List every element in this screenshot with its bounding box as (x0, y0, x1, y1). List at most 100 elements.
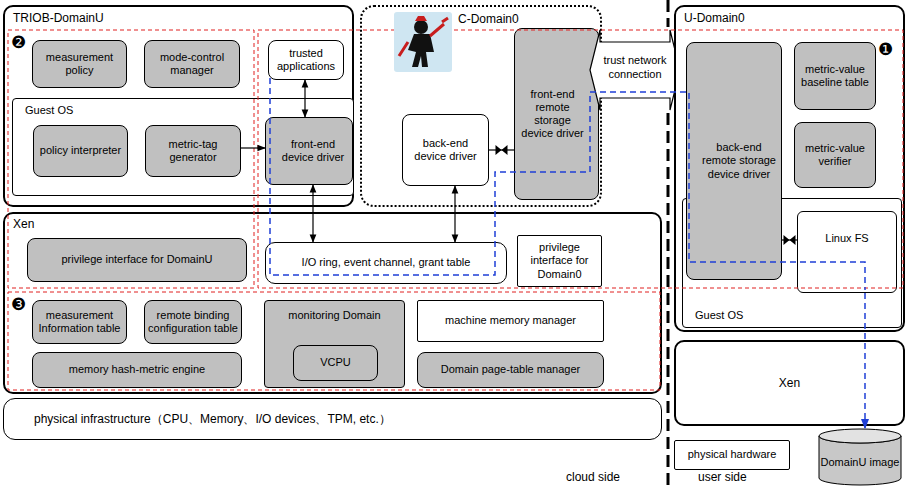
domain-box: U-Domain0 metric-value baseline table metr… (674, 5, 905, 332)
vcpu-box: VCPU (293, 345, 378, 381)
module-box: measurement Information table (32, 300, 127, 344)
module-box: metric-value verifier (794, 122, 876, 188)
module-box: Domain page-table manager (417, 352, 604, 388)
box-label: mode-control manager (148, 51, 236, 77)
box-label: Domain page-table manager (441, 363, 580, 376)
connector-group (305, 80, 306, 117)
call-arrow (312, 185, 313, 242)
side-label: user side (698, 471, 747, 484)
side-label: cloud side (566, 471, 620, 484)
domain-box: C-Domain0 back-end device driver front-end… (360, 5, 602, 207)
box-title: Guest OS (695, 309, 743, 322)
connector-group (455, 186, 456, 242)
side-separator (667, 113, 670, 489)
box-title: C-Domain0 (458, 12, 519, 26)
os-box: Guest OS policy interpreter metric-tag gen… (12, 98, 354, 196)
box-label: privilege interface for DomainU (61, 253, 212, 266)
call-arrow (454, 186, 455, 242)
box-title: TRIOB-DomainU (13, 11, 104, 25)
cylinder-top (819, 429, 901, 443)
box-label: metric-value verifier (798, 142, 872, 168)
box-label: policy interpreter (40, 144, 121, 157)
module-box: metric-tag generator (145, 125, 241, 177)
hardware-box: physical hardware (674, 440, 790, 470)
box-label: trusted applications (272, 47, 340, 73)
icon-arms (399, 18, 448, 56)
connector-group (241, 148, 265, 149)
box-label: front-end remote storage device driver (517, 88, 588, 141)
box-label: Xen (779, 376, 800, 390)
module-box: I/O ring, event channel, grant table (265, 242, 507, 284)
bowtie-symbol (496, 145, 508, 155)
bowtie-symbol (784, 235, 796, 245)
side-separator (667, 0, 670, 27)
module-box: machine memory manager (417, 300, 604, 342)
driver-box: back-end device driver (402, 114, 489, 186)
callout-number: ❶ (878, 40, 893, 59)
box-label: back-end remote storage device driver (699, 141, 779, 181)
arrow-outline (590, 30, 680, 110)
box-title: Xen (13, 217, 34, 231)
box-label: memory hash-metric engine (69, 363, 205, 376)
data-flow-path (270, 78, 865, 290)
box-label: measurement Information table (36, 309, 123, 335)
box-label: front-end device driver (276, 138, 350, 164)
box-label: DomainU image (821, 456, 900, 469)
box-label: monitoring Domain (288, 309, 380, 322)
icon-head (414, 20, 428, 34)
box-label: metric-tag generator (149, 138, 237, 164)
icon-body (408, 34, 434, 67)
driver-box: back-end remote storage device driver (686, 42, 782, 280)
connector-group (782, 235, 797, 245)
driver-box: front-end device driver (265, 117, 353, 185)
box-label: remote binding configuration table (148, 309, 238, 335)
module-box: policy interpreter (33, 125, 128, 177)
icon-hat (415, 16, 427, 21)
connection-arrow: trust network connection (590, 30, 680, 110)
measurement-region (8, 292, 660, 390)
box-label: measurement policy (36, 51, 123, 77)
box-label: trust network connection (602, 54, 668, 80)
box-title: Guest OS (25, 104, 73, 117)
module-box: metric-value baseline table (794, 42, 876, 110)
binding-connector (489, 149, 514, 150)
box-label: I/O ring, event channel, grant table (302, 256, 471, 269)
call-arrow (304, 80, 305, 117)
driver-box: front-end remote storage device driver (514, 28, 599, 200)
attacker-icon (394, 12, 452, 72)
hardware-band: physical infrastructure（CPU、Memory、I/O d… (3, 398, 662, 440)
module-box: mode-control manager (144, 40, 240, 88)
hypervisor-box: Xen (674, 340, 905, 426)
box-label: physical hardware (688, 448, 777, 461)
box-label: physical infrastructure（CPU、Memory、I/O d… (34, 412, 391, 426)
callout-number: ❸ (11, 295, 26, 314)
module-box: trusted applications (268, 40, 344, 80)
fs-box: Linux FS (797, 211, 897, 293)
measurement-region (8, 30, 254, 288)
connector-group (865, 293, 866, 428)
module-box: remote binding configuration table (144, 300, 242, 344)
data-flow-arrow (864, 293, 866, 428)
measurement-region (258, 30, 903, 288)
box-label: metric-value baseline table (798, 63, 872, 89)
module-box: measurement policy (32, 40, 127, 88)
box-label: Linux FS (825, 232, 868, 245)
disk-image: DomainU image (818, 428, 902, 486)
box-title: U-Domain0 (684, 11, 745, 25)
box-label: machine memory manager (445, 314, 576, 327)
connector-group (489, 145, 514, 155)
call-arrow (241, 147, 265, 148)
box-label: privilege interface for Domain0 (521, 241, 598, 281)
hypervisor-box: Xen privilege interface for DomainU I/O ri… (3, 212, 662, 394)
module-box: monitoring DomainVCPU (264, 300, 405, 388)
domain-box: TRIOB-DomainU measurement policy mode-cont… (3, 5, 354, 207)
module-box: privilege interface for Domain0 (517, 235, 602, 287)
callout-number: ❷ (11, 33, 26, 52)
box-label: back-end device driver (406, 137, 485, 163)
icon-ground (394, 12, 452, 72)
connector-group (313, 185, 314, 242)
module-box: memory hash-metric engine (32, 352, 242, 388)
module-box: privilege interface for DomainU (27, 238, 247, 282)
binding-connector (782, 239, 797, 240)
